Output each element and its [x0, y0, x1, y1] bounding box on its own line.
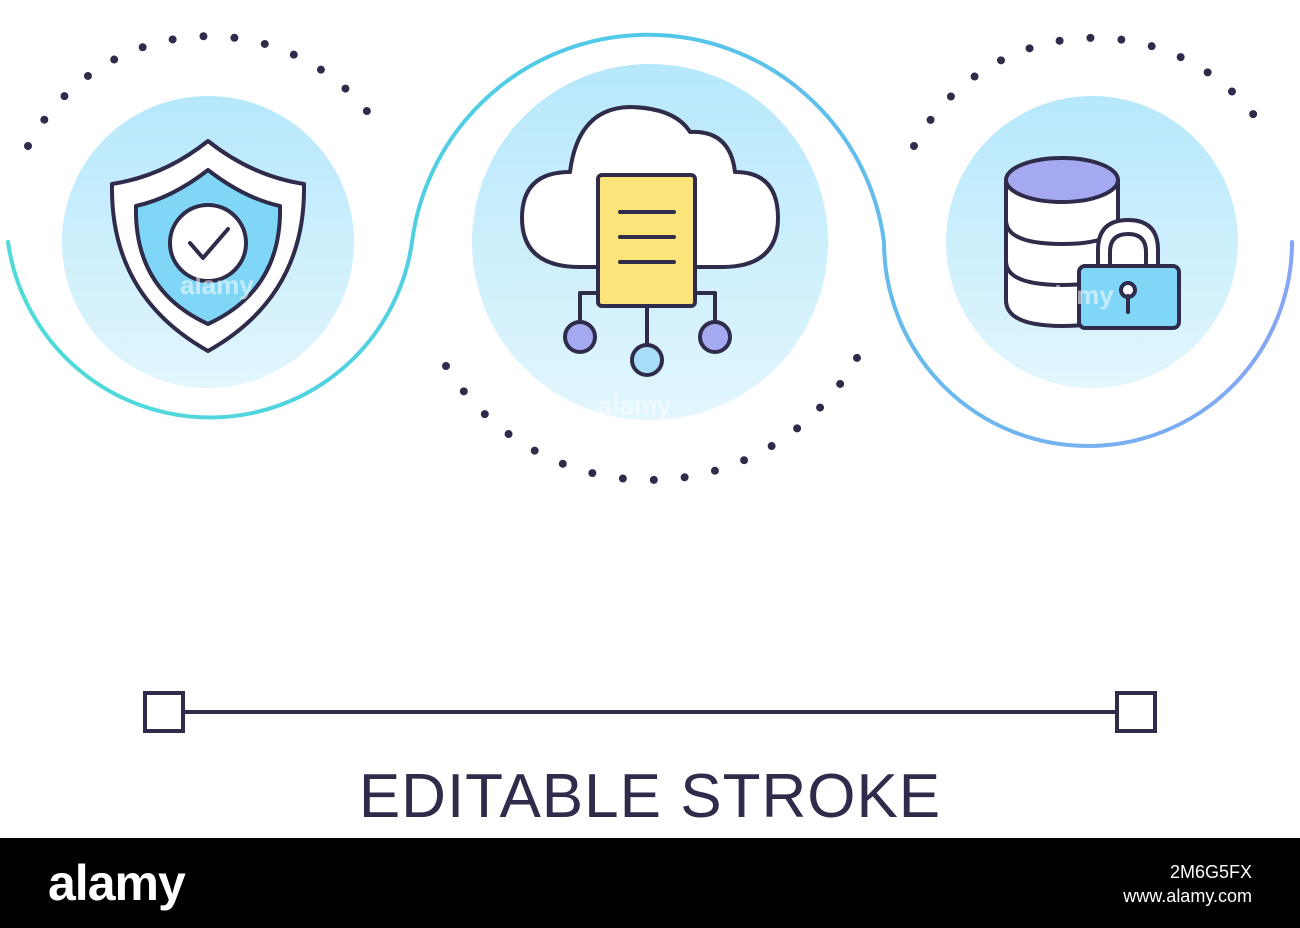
footer-bar: alamy 2M6G5FX www.alamy.com	[0, 838, 1300, 928]
editable-stroke-line	[143, 691, 1157, 733]
caption: EDITABLE STROKE	[358, 762, 942, 831]
watermark-left: alamy	[180, 270, 254, 300]
database-lock-icon	[1004, 156, 1181, 330]
cloud-document-network-icon	[520, 105, 780, 377]
site-url: www.alamy.com	[1123, 886, 1252, 906]
dotted-arc-left	[24, 32, 382, 150]
loop-line	[6, 32, 1294, 448]
dotted-arc-right	[910, 33, 1266, 150]
stroke-handle-right	[1115, 691, 1157, 733]
alamy-logo: alamy	[48, 855, 186, 911]
concept-illustration	[6, 32, 1294, 733]
watermark-middle: alamy	[598, 390, 672, 420]
shield-check-icon	[109, 139, 307, 353]
image-info: 2M6G5FX www.alamy.com	[1123, 860, 1252, 908]
watermark-right: alamy	[1040, 280, 1114, 310]
stroke-handle-left	[143, 691, 185, 733]
image-id: 2M6G5FX	[1169, 862, 1252, 882]
